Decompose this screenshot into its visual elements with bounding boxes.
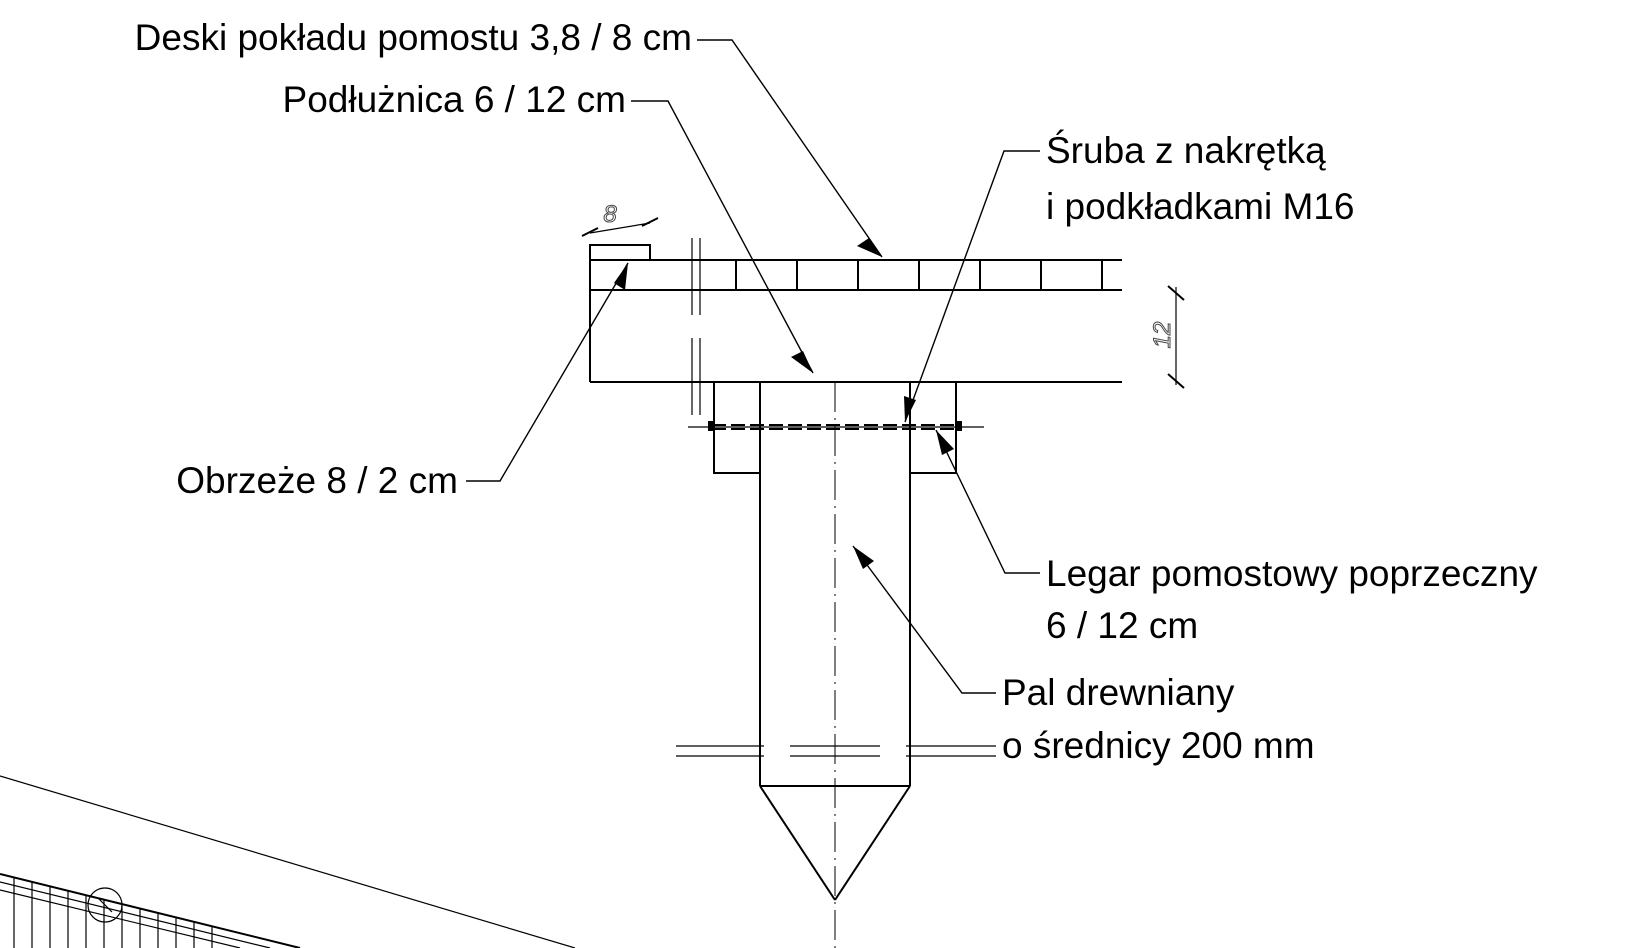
label-bolt-line2: i podkładkami M16 bbox=[1046, 186, 1354, 227]
bolt-m16 bbox=[688, 421, 984, 431]
label-stringer: Podłużnica 6 / 12 cm bbox=[283, 79, 626, 120]
site-plan-fragment bbox=[0, 775, 576, 948]
leader-stringer bbox=[631, 100, 814, 374]
deck-boards bbox=[590, 259, 1122, 291]
leader-deck-boards bbox=[697, 39, 883, 258]
label-deck-boards: Deski pokładu pomostu 3,8 / 8 cm bbox=[135, 17, 692, 58]
label-cross-joist-line1: Legar pomostowy poprzeczny bbox=[1046, 553, 1538, 594]
edging-board bbox=[589, 244, 651, 382]
label-pile-line1: Pal drewniany bbox=[1002, 672, 1235, 713]
leader-pile bbox=[852, 545, 996, 694]
leader-cross-joist bbox=[935, 429, 1040, 574]
dimension-edging-width-text: 8 bbox=[603, 201, 617, 228]
label-edging: Obrzeże 8 / 2 cm bbox=[176, 460, 458, 501]
label-bolt-line1: Śruba z nakrętką bbox=[1046, 129, 1326, 171]
label-cross-joist-line2: 6 / 12 cm bbox=[1046, 605, 1198, 646]
dimension-edging-width: 8 bbox=[581, 201, 659, 237]
label-pile-line2: o średnicy 200 mm bbox=[1002, 725, 1315, 766]
leader-bolt bbox=[904, 150, 1040, 423]
break-lines bbox=[691, 238, 701, 415]
dimension-stringer-height: 12 bbox=[1149, 285, 1185, 389]
dimension-stringer-height-text: 12 bbox=[1149, 322, 1176, 349]
leader-edging bbox=[466, 262, 629, 482]
pile-break-lines bbox=[676, 745, 996, 757]
